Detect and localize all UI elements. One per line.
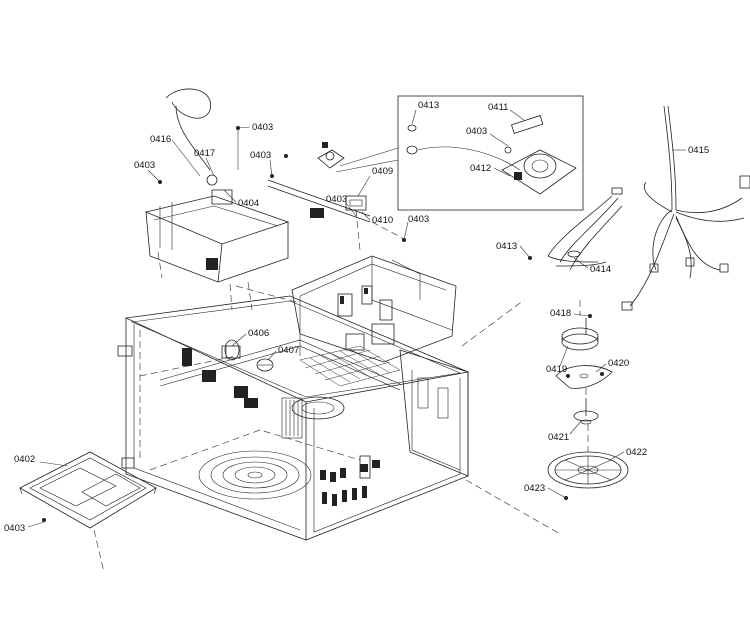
wire-harness-0414 bbox=[547, 187, 623, 271]
callout-0406: 0406 bbox=[248, 328, 269, 339]
callout-0403-right: 0403 bbox=[408, 214, 429, 225]
fuse-part-0407 bbox=[256, 358, 274, 372]
callout-0413-right: 0413 bbox=[496, 241, 517, 252]
callout-0414: 0414 bbox=[590, 264, 611, 275]
switch-part-0409 bbox=[345, 195, 367, 251]
hv-box-assembly bbox=[144, 88, 290, 311]
assembly-guide-lines bbox=[93, 299, 589, 573]
callout-0410: 0410 bbox=[372, 215, 393, 226]
callout-0411: 0411 bbox=[488, 102, 508, 113]
control-panel-vents bbox=[320, 460, 380, 506]
turntable-motor-0419 bbox=[561, 318, 599, 351]
inset-detail-box bbox=[335, 95, 584, 211]
callout-labels: 0402 0403 0403 0403 0403 0403 0403 0403 … bbox=[4, 100, 709, 534]
callout-0418: 0418 bbox=[550, 308, 571, 319]
leader-lines bbox=[27, 109, 686, 528]
roller-guide-0420 bbox=[555, 365, 613, 389]
callout-0420: 0420 bbox=[608, 358, 629, 369]
callout-0412: 0412 bbox=[470, 163, 491, 174]
callout-0422: 0422 bbox=[626, 447, 647, 458]
callout-0407: 0407 bbox=[278, 345, 299, 356]
callout-0403-inset: 0403 bbox=[466, 126, 487, 137]
callout-0402: 0402 bbox=[14, 454, 35, 465]
callout-0403-top: 0403 bbox=[252, 122, 273, 133]
callout-0417: 0417 bbox=[194, 148, 215, 159]
callout-0403-left: 0403 bbox=[134, 160, 155, 171]
callout-0413-inset: 0413 bbox=[418, 100, 439, 111]
top-bracket-assembly bbox=[235, 255, 457, 363]
callout-0403-filter: 0403 bbox=[4, 523, 25, 534]
coupler-0421 bbox=[573, 398, 599, 425]
oven-cavity-frame bbox=[117, 295, 470, 541]
callout-0403-mid: 0403 bbox=[250, 150, 271, 161]
callout-0421: 0421 bbox=[548, 432, 569, 443]
callout-0403-center: 0403 bbox=[326, 194, 347, 205]
waveguide-grid bbox=[299, 345, 401, 387]
callout-0423: 0423 bbox=[524, 483, 545, 494]
thermostat-part-0406 bbox=[221, 339, 241, 361]
callout-0404: 0404 bbox=[238, 198, 259, 209]
callout-0415: 0415 bbox=[688, 145, 709, 156]
upper-rail bbox=[267, 179, 407, 241]
turntable-plate-0422 bbox=[547, 451, 629, 489]
mount-part-top bbox=[317, 142, 345, 169]
filter-plate-0402 bbox=[19, 451, 157, 529]
callout-0416: 0416 bbox=[150, 134, 171, 145]
callout-0409: 0409 bbox=[372, 166, 393, 177]
callout-0419: 0419 bbox=[546, 364, 567, 375]
wire-harness-0415 bbox=[621, 105, 750, 311]
screws bbox=[42, 126, 592, 522]
